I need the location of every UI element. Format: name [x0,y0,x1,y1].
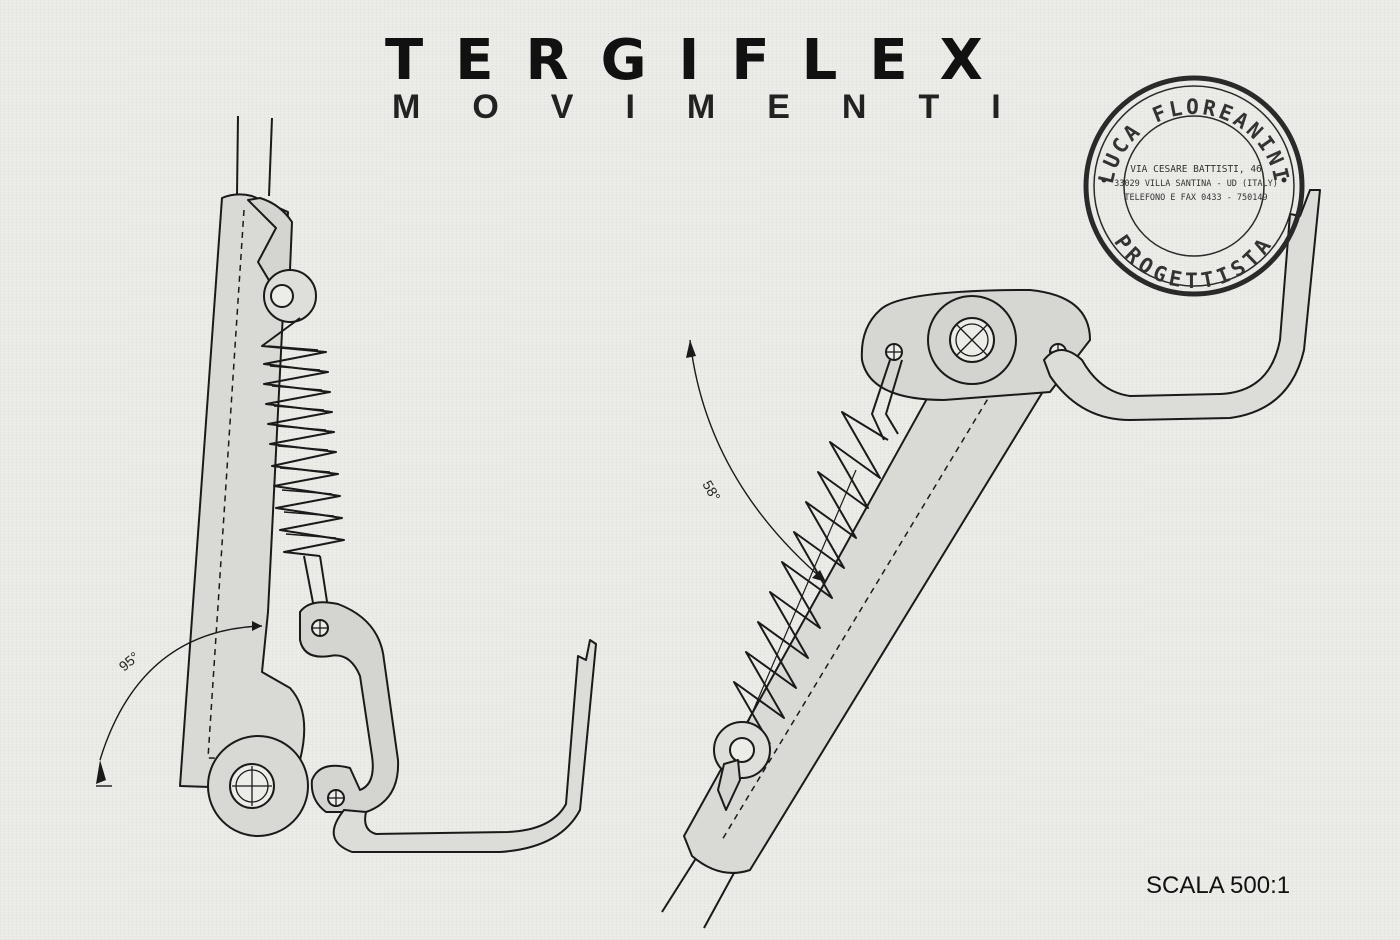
right-mechanism [661,189,1321,929]
right-j-hook [1043,189,1321,421]
left-upper-rods [236,115,273,197]
right-arm-body [683,343,1051,874]
right-angle-arc [689,339,827,583]
left-spring-rod [303,555,329,609]
right-lower-bracket [717,759,741,811]
left-upper-hook [247,197,293,283]
right-arm-channel [721,361,1011,841]
left-arm-body [179,193,306,791]
left-j-hook [332,639,597,853]
right-spring-link [871,359,903,441]
subtitle-movimenti: MOVIMENTI [392,88,1053,126]
stamp-address-2: 33029 VILLA SANTINA - UD (ITALY) [1114,179,1278,189]
right-angle-label: 58° [699,478,723,504]
left-mechanism [96,115,597,853]
stamp-role: PROGETTISTA [1109,231,1273,293]
title-tergiflex: TERGIFLEX [385,28,1015,93]
stamp-address-3: TELEFONO E FAX 0433 - 750149 [1124,193,1267,203]
left-crank-arm [299,601,400,813]
svg-text:PROGETTISTA: PROGETTISTA [1109,231,1278,293]
left-angle-label: 95° [116,648,143,674]
right-coil-spring [733,411,889,745]
stamp-address-1: VIA CESARE BATTISTI, 46 [1130,164,1262,175]
scale-label: SCALA 500:1 [1146,872,1291,899]
designer-stamp: LUCA FLOREANINI PROGETTISTA VIA CESARE B… [1083,75,1305,297]
left-angle-arc [99,625,263,761]
